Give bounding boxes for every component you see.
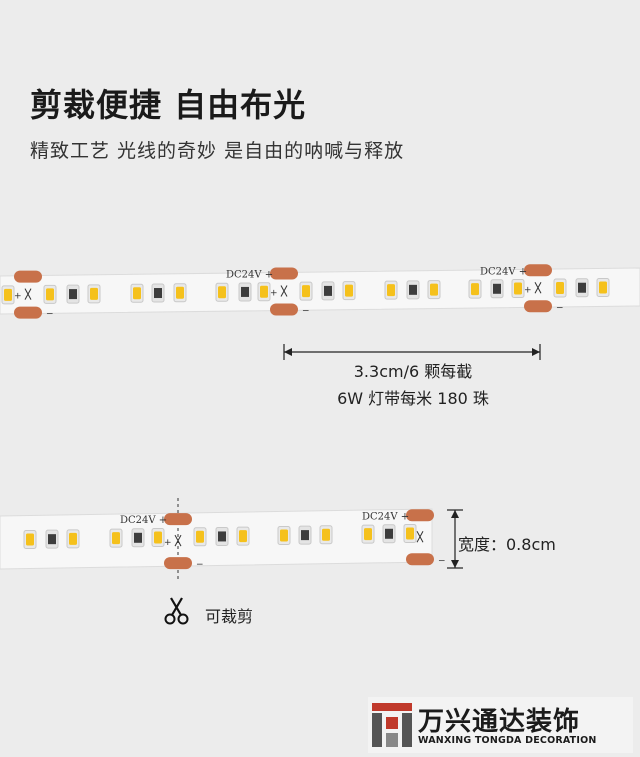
page-subtitle: 精致工艺 光线的奇妙 是自由的呐喊与释放 (30, 140, 405, 162)
resistor (45, 529, 59, 549)
led-chip (215, 282, 229, 302)
led-chip (299, 281, 313, 301)
led-chip (468, 279, 482, 299)
led-strip-top: +−+−DC24V ++−DC24V + (0, 262, 640, 342)
led-chip (193, 527, 207, 547)
resistor (321, 281, 335, 301)
dc24v-label: DC24V + (362, 511, 409, 522)
led-strip-top-svg: +−+−DC24V ++−DC24V + (0, 264, 640, 320)
brand-mark-icon (372, 703, 412, 747)
led-chip (553, 278, 567, 298)
brand-logo: 万兴通达装饰 WANXING TONGDA DECORATION (368, 697, 633, 753)
resistor (238, 282, 252, 302)
resistor (382, 524, 396, 544)
led-chip (596, 277, 610, 297)
led-chip (319, 525, 333, 545)
led-chip (1, 285, 15, 305)
led-strip-bottom-svg: +−DC24V ++−DC24V + (0, 498, 463, 580)
led-chip (43, 284, 57, 304)
led-chip (23, 530, 37, 550)
cut-point: + − DC24V + (480, 264, 564, 313)
led-chip (511, 279, 525, 299)
pad-minus-label: − (46, 310, 54, 320)
led-chip (403, 523, 417, 543)
width-label: 宽度：0.8cm (458, 535, 556, 554)
dc24v-label: DC24V + (120, 515, 167, 526)
pad-minus-label: − (302, 306, 310, 316)
pad-plus-label: + (14, 292, 22, 302)
cut-point: + − DC24V + (120, 513, 204, 570)
cut-point: + − DC24V + (226, 267, 310, 316)
dc24v-label: DC24V + (480, 266, 527, 277)
led-chip (277, 525, 291, 545)
resistor (215, 526, 229, 546)
brand-name-cn: 万兴通达装饰 (418, 707, 581, 737)
segment-spec: 3.3cm/6 颗每截 (353, 362, 473, 381)
resistor (298, 525, 312, 545)
pad-plus-label: + (270, 288, 278, 298)
pad-plus-label: + (524, 285, 532, 295)
led-chip (427, 280, 441, 300)
led-chip (87, 284, 101, 304)
dc24v-label: DC24V + (226, 269, 273, 280)
led-chip (384, 280, 398, 300)
led-chip (342, 281, 356, 301)
led-chip (130, 283, 144, 303)
led-chip (361, 524, 375, 544)
pad-minus-label: − (556, 303, 564, 313)
led-chip (173, 283, 187, 303)
cut-label: 可裁剪 (205, 607, 254, 626)
pad-minus-label: − (196, 560, 204, 570)
resistor (131, 528, 145, 548)
led-strip-bottom: +−DC24V ++−DC24V + (0, 496, 640, 580)
led-chip (257, 282, 271, 302)
resistor (490, 279, 504, 299)
led-chip (151, 527, 165, 547)
led-chip (236, 526, 250, 546)
led-chip (66, 529, 80, 549)
resistor (151, 283, 165, 303)
pad-plus-label: + (164, 538, 172, 548)
dimension-line (283, 344, 541, 360)
pad-minus-label: − (438, 556, 446, 566)
page-title: 剪裁便捷 自由布光 (30, 86, 307, 124)
resistor (406, 280, 420, 300)
led-chip (109, 528, 123, 548)
scissors-icon (164, 597, 189, 625)
resistor (575, 278, 589, 298)
density-spec: 6W 灯带每米 180 珠 (337, 389, 489, 408)
cut-point: +− (14, 270, 54, 320)
brand-name-en: WANXING TONGDA DECORATION (418, 735, 597, 746)
resistor (66, 284, 80, 304)
